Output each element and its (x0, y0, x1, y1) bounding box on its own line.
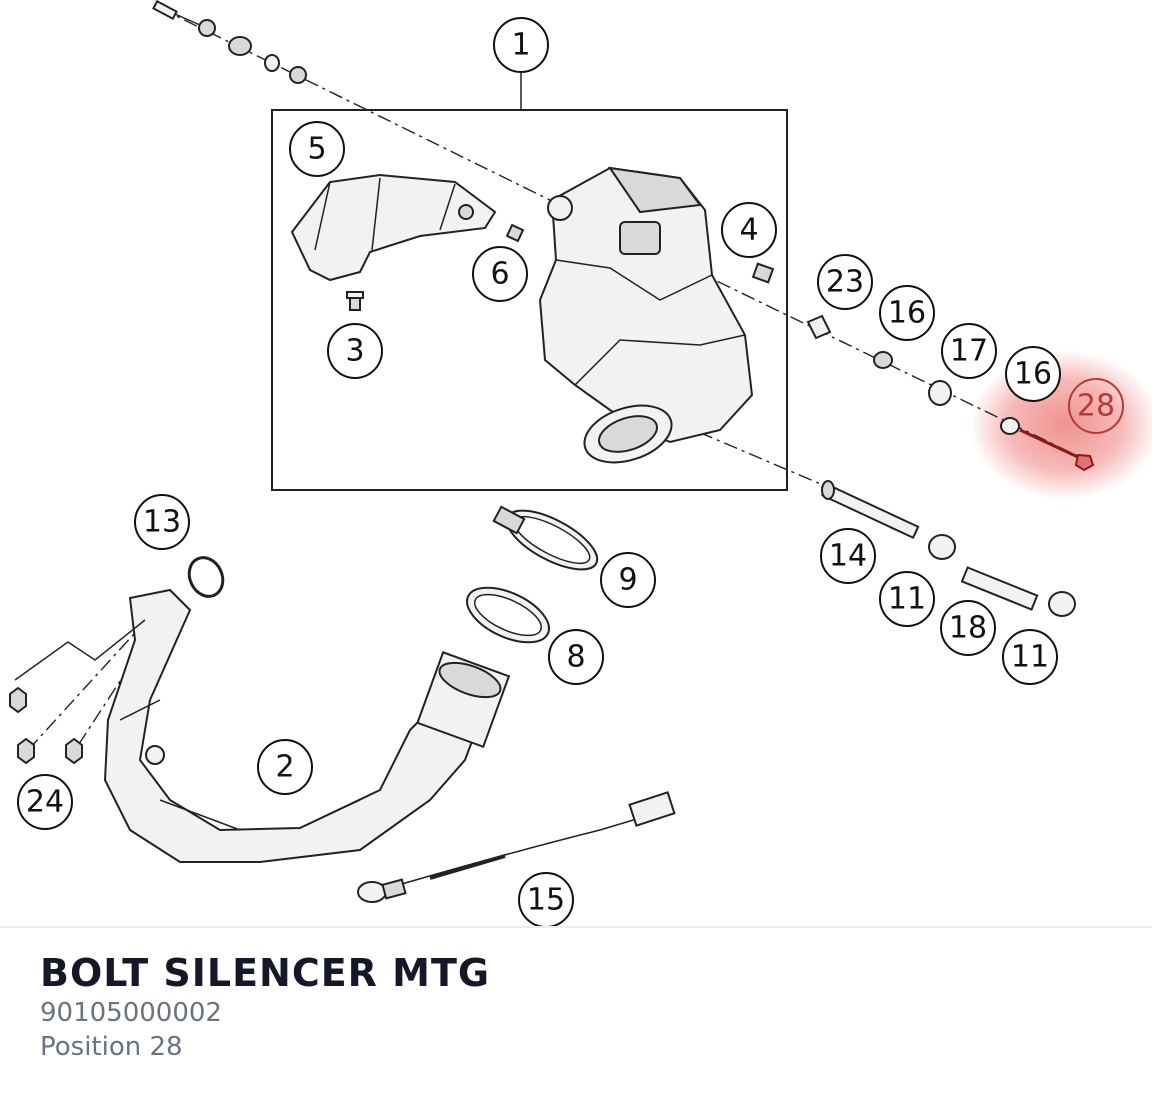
svg-text:24: 24 (26, 785, 64, 820)
mounting-hardware-right (806, 314, 1020, 435)
svg-text:5: 5 (307, 132, 326, 167)
part-position: Position 28 (40, 1032, 183, 1062)
callout-9[interactable]: 9 (600, 552, 656, 608)
clip-4 (751, 262, 775, 284)
header-nuts-24 (9, 619, 146, 765)
callout-2[interactable]: 2 (257, 739, 313, 795)
svg-text:8: 8 (566, 640, 585, 675)
callout-5[interactable]: 5 (289, 121, 345, 177)
callout-16-left[interactable]: 16 (879, 285, 935, 341)
lower-mounting-axis (599, 389, 831, 489)
callout-13[interactable]: 13 (134, 494, 190, 550)
callout-23[interactable]: 23 (817, 254, 873, 310)
clamp-9 (492, 505, 599, 571)
callout-16-right[interactable]: 16 (1005, 346, 1061, 402)
bolt-28 (1019, 428, 1095, 472)
svg-text:1: 1 (511, 28, 530, 63)
part-number: 90105000002 (40, 998, 222, 1028)
svg-text:4: 4 (739, 213, 758, 248)
callout-1[interactable]: 1 (493, 17, 549, 73)
svg-text:28: 28 (1077, 389, 1115, 424)
svg-text:11: 11 (888, 582, 926, 617)
part-info: BOLT SILENCER MTG 90105000002 Position 2… (40, 950, 490, 1064)
silencer-body (538, 166, 754, 464)
svg-text:17: 17 (950, 334, 988, 369)
svg-text:3: 3 (345, 334, 364, 369)
svg-text:23: 23 (826, 265, 864, 300)
header-axis-2 (74, 619, 161, 751)
screw-3 (346, 291, 364, 311)
lambda-sensor (357, 791, 676, 903)
svg-text:13: 13 (143, 505, 181, 540)
callout-3[interactable]: 3 (327, 323, 383, 379)
o-ring-13 (187, 556, 225, 598)
callout-8[interactable]: 8 (548, 629, 604, 685)
silencer-assembly-box (271, 109, 788, 491)
svg-text:18: 18 (949, 611, 987, 646)
svg-text:16: 16 (888, 296, 926, 331)
callout-18[interactable]: 18 (940, 600, 996, 656)
callout-11-lower[interactable]: 11 (1002, 629, 1058, 685)
exploded-parts-diagram: 1 2 3 4 5 6 8 9 11 11 13 14 15 16 16 17 (9, 0, 1152, 926)
top-bolt-stack (152, 0, 307, 84)
callout-24[interactable]: 24 (17, 774, 73, 830)
svg-text:16: 16 (1014, 357, 1052, 392)
svg-text:15: 15 (527, 883, 565, 918)
callout-15[interactable]: 15 (518, 872, 574, 926)
callout-14[interactable]: 14 (820, 528, 876, 584)
callout-11-upper[interactable]: 11 (879, 571, 935, 627)
highlight-glow (970, 350, 1152, 500)
part-title: BOLT SILENCER MTG (40, 951, 491, 995)
callout-28[interactable]: 28 (1068, 378, 1124, 434)
svg-text:9: 9 (618, 563, 637, 598)
callout-4[interactable]: 4 (721, 202, 777, 258)
heat-shield (290, 173, 497, 282)
svg-text:11: 11 (1011, 640, 1049, 675)
svg-text:6: 6 (490, 257, 509, 292)
seal-ring-8 (466, 586, 550, 644)
header-pipe (103, 588, 511, 863)
lower-sleeves (821, 480, 1076, 617)
svg-text:14: 14 (829, 539, 867, 574)
screw-6 (505, 223, 525, 243)
callout-17[interactable]: 17 (941, 323, 997, 379)
divider (0, 926, 1152, 928)
callout-6[interactable]: 6 (472, 246, 528, 302)
svg-text:2: 2 (275, 750, 294, 785)
